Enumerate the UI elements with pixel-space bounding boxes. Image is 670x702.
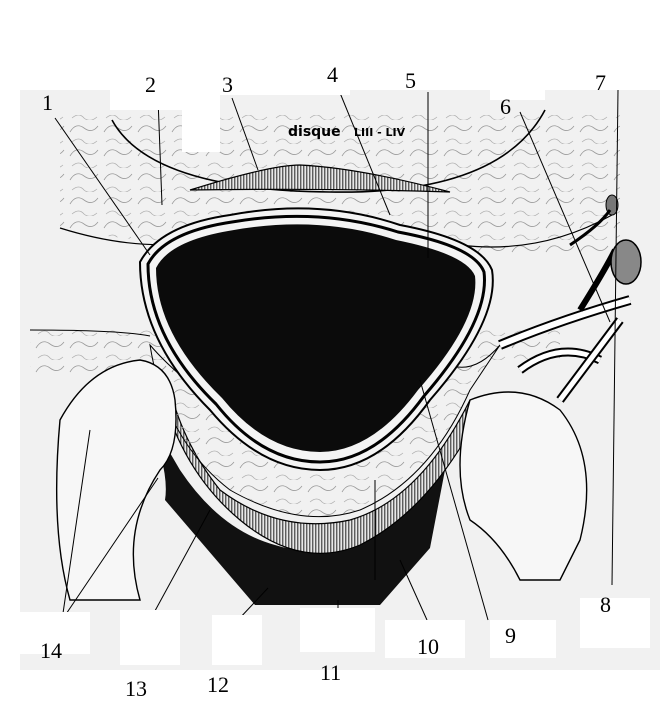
mask-patch bbox=[580, 598, 650, 648]
mask-patch bbox=[582, 15, 652, 75]
disc-level: LIII - LIV bbox=[354, 126, 405, 139]
label-3: 3 bbox=[222, 74, 233, 96]
label-6: 6 bbox=[500, 96, 511, 118]
mask-patch bbox=[182, 12, 220, 152]
label-7: 7 bbox=[595, 72, 606, 94]
label-9: 9 bbox=[505, 625, 516, 647]
label-13: 13 bbox=[125, 678, 147, 700]
mask-patch bbox=[120, 610, 180, 665]
mask-patch bbox=[212, 615, 262, 665]
mask-patch bbox=[490, 28, 545, 100]
label-12: 12 bbox=[207, 674, 229, 696]
label-1: 1 bbox=[42, 92, 53, 114]
label-10: 10 bbox=[417, 636, 439, 658]
label-8: 8 bbox=[600, 594, 611, 616]
label-4: 4 bbox=[327, 64, 338, 86]
disc-heading: disque bbox=[288, 124, 341, 140]
mask-patch bbox=[490, 620, 556, 658]
label-5: 5 bbox=[405, 70, 416, 92]
label-11: 11 bbox=[320, 662, 341, 684]
label-14: 14 bbox=[40, 640, 62, 662]
mask-patch bbox=[300, 608, 375, 652]
label-2: 2 bbox=[145, 74, 156, 96]
